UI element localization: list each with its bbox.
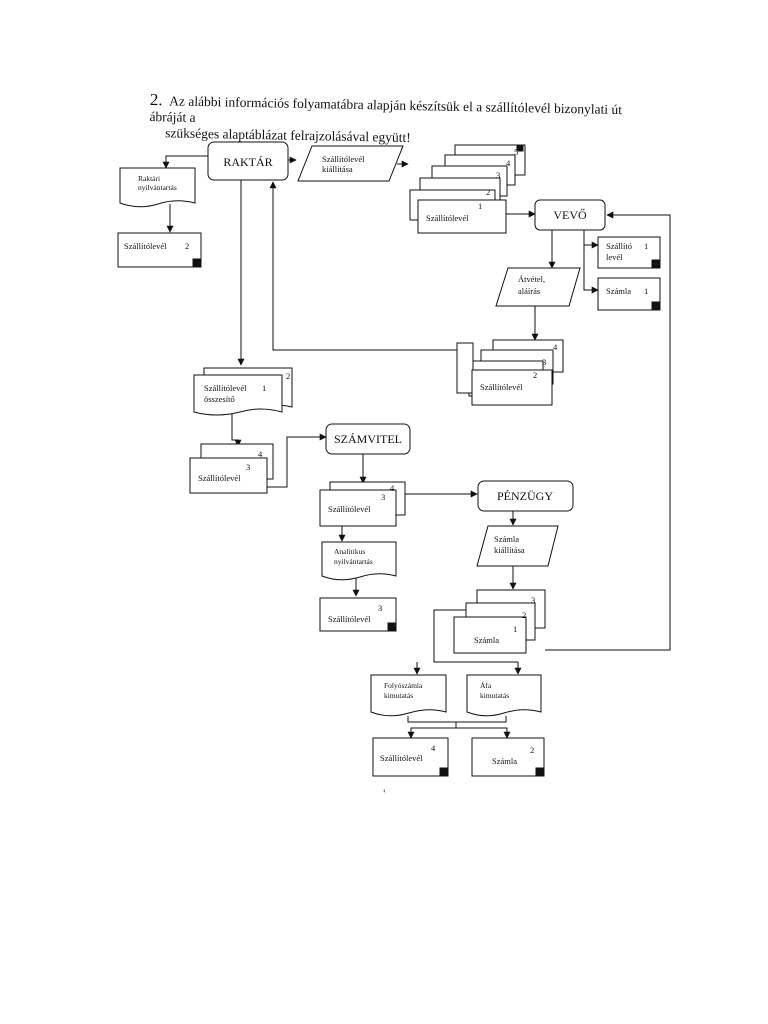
doc-vevo-szamla: Számla 1 xyxy=(597,277,661,311)
copy-number-2: 2 xyxy=(522,610,526,620)
doc-label: Szállítólevél xyxy=(198,473,241,483)
doc-label: Számla xyxy=(492,756,517,766)
copy-number-1: 1 xyxy=(513,624,517,634)
doc-label-line-1: Szállító xyxy=(606,241,632,251)
arrow-osszesito-to-stack xyxy=(231,414,242,447)
doc-raktari-nyilvantartas: Raktári nyilvántartás xyxy=(119,167,196,208)
doc-szallitolevel-3-stored: 3 Szállítólevél xyxy=(319,597,397,632)
storage-marker xyxy=(535,767,545,777)
doc-folyoszamla-kimutatas: Folyószámla kimutatás xyxy=(370,674,447,717)
doc-number: 1 xyxy=(644,286,648,296)
doc-label: Szállítólevél xyxy=(124,241,167,251)
storage-marker xyxy=(192,258,202,268)
copy-number-2: 2 xyxy=(486,187,490,197)
process-szamla-kiallitasa: Számla kiállítása xyxy=(476,525,559,567)
doc-label: Szállítólevél xyxy=(328,614,371,624)
doc-line-1: Folyószámla xyxy=(384,681,423,690)
node-raktar: RAKTÁR xyxy=(207,141,289,181)
copy-number-4: 4 xyxy=(506,158,511,168)
storage-marker xyxy=(651,301,661,311)
doc-final-szallitolevel-4: 4 Szállítólevél xyxy=(372,737,449,777)
node-szamvitel-label: SZÁMVITEL xyxy=(334,432,402,446)
arrow-raktar-to-nyilvantartas xyxy=(162,155,208,169)
node-vevo-label: VEVŐ xyxy=(553,208,587,222)
storage-marker xyxy=(439,767,449,777)
doc-number: 1 xyxy=(644,241,648,251)
doc-number: 1 xyxy=(262,383,266,393)
doc-number: 3 xyxy=(378,603,382,613)
process-atvetel-alairas: Átvétel, aláírás xyxy=(495,267,581,307)
node-vevo: VEVŐ xyxy=(534,199,606,231)
copy-number-2: 2 xyxy=(533,370,537,380)
storage-marker xyxy=(651,259,661,269)
doc-label: Szállítólevél xyxy=(480,382,523,392)
doc-szallitolevel-2-stored: Szállítólevél 2 xyxy=(117,232,202,268)
doc-raktari-line-2: nyilvántartás xyxy=(138,183,177,192)
node-raktar-label: RAKTÁR xyxy=(223,155,272,169)
process-line-2: kiállítása xyxy=(322,164,353,174)
doc-vevo-szallitolevel: Szállító levél 1 xyxy=(597,236,661,269)
copy-number-4: 4 xyxy=(390,483,395,493)
process-line-1: Átvétel, xyxy=(518,274,545,284)
doc-label-line-1: Szállítólevél xyxy=(204,383,247,393)
doc-label: Számla xyxy=(606,286,631,296)
arrow-vevo-to-szamla xyxy=(583,245,599,294)
arrow-to-final-szamla xyxy=(456,727,511,739)
copy-number-3: 3 xyxy=(542,357,546,367)
node-penzugy: PÉNZÜGY xyxy=(477,480,574,512)
doc-number: 2 xyxy=(185,241,189,251)
doc-line-1: Áfa xyxy=(480,680,492,690)
doc-line-2: nyilvántartás xyxy=(334,557,373,566)
process-line-2: kiállítása xyxy=(494,545,525,555)
doc-afa-kimutatas: Áfa kimutatás xyxy=(466,674,542,717)
node-penzugy-label: PÉNZÜGY xyxy=(497,489,553,503)
storage-marker xyxy=(387,622,397,632)
doc-label: Szállítólevél xyxy=(328,504,371,514)
doc-analitikus-nyilvantartas: Analitikus nyilvántartás xyxy=(321,541,397,581)
process-line-1: Szállítólevél xyxy=(322,154,365,164)
doc-stack-szallitolevel-szamvitel: 4 3 Szállítólevél xyxy=(319,481,406,527)
process-line-2: aláírás xyxy=(518,286,540,296)
copy-number-3: 3 xyxy=(531,595,535,605)
doc-stack-szallitolevel-to-szamvitel: 4 3 Szállítólevél xyxy=(189,443,274,494)
line-merge xyxy=(407,716,507,723)
doc-stack-szallitolevel-returned: 4 3 2 Szállítólevél xyxy=(456,339,564,406)
copy-number-4: 4 xyxy=(553,342,558,352)
copy-number-3: 3 xyxy=(496,170,500,180)
copy-number-3: 3 xyxy=(381,492,385,502)
doc-number: 2 xyxy=(530,745,534,755)
doc-stack-szamla: 3 2 1 Számla xyxy=(453,589,546,654)
doc-raktari-line-1: Raktári xyxy=(138,174,160,183)
copy-number-3: 3 xyxy=(246,462,250,472)
doc-label: Számla xyxy=(474,635,499,645)
node-szamvitel: SZÁMVITEL xyxy=(325,423,411,455)
doc-stack-szallitolevel-5: 5 4 3 2 1 Szállítólevél xyxy=(409,144,526,234)
doc-number: 4 xyxy=(431,743,436,753)
doc-line-2: kimutatás xyxy=(480,691,509,700)
doc-line-1: Analitikus xyxy=(334,547,365,556)
doc-line-2: kimutatás xyxy=(384,691,413,700)
copy-number-5: 5 xyxy=(514,147,518,157)
storage-marker xyxy=(516,144,524,152)
arrow-returned-to-raktar xyxy=(269,181,457,351)
doc-label-line-2: levél xyxy=(606,252,623,262)
process-line-1: Számla xyxy=(494,534,519,544)
arrow-vevo-to-szallito xyxy=(583,230,599,249)
doc-label-line-2: összesítő xyxy=(204,394,235,404)
process-szallitolevel-kiallitasa: Szállítólevél kiállítása xyxy=(297,145,404,182)
arrow-stack-to-szamvitel xyxy=(267,433,327,488)
doc-szallitolevel-osszesito: 2 Szállítólevél 1 összesítő xyxy=(193,367,293,416)
line-stack-to-split xyxy=(433,609,518,663)
footer-mark: ‹ xyxy=(383,785,386,795)
copy-number-4: 4 xyxy=(258,449,263,459)
doc-label: Szállítólevél xyxy=(380,753,423,763)
arrow-to-final-szallitolevel xyxy=(407,722,457,739)
arrow-szamla-to-vevo xyxy=(545,211,671,651)
back-copy-number: 2 xyxy=(286,371,290,381)
doc-final-szamla-2: 2 Számla xyxy=(471,737,545,777)
copy-number-1: 1 xyxy=(478,201,482,211)
doc-label: Szállítólevél xyxy=(426,213,469,223)
